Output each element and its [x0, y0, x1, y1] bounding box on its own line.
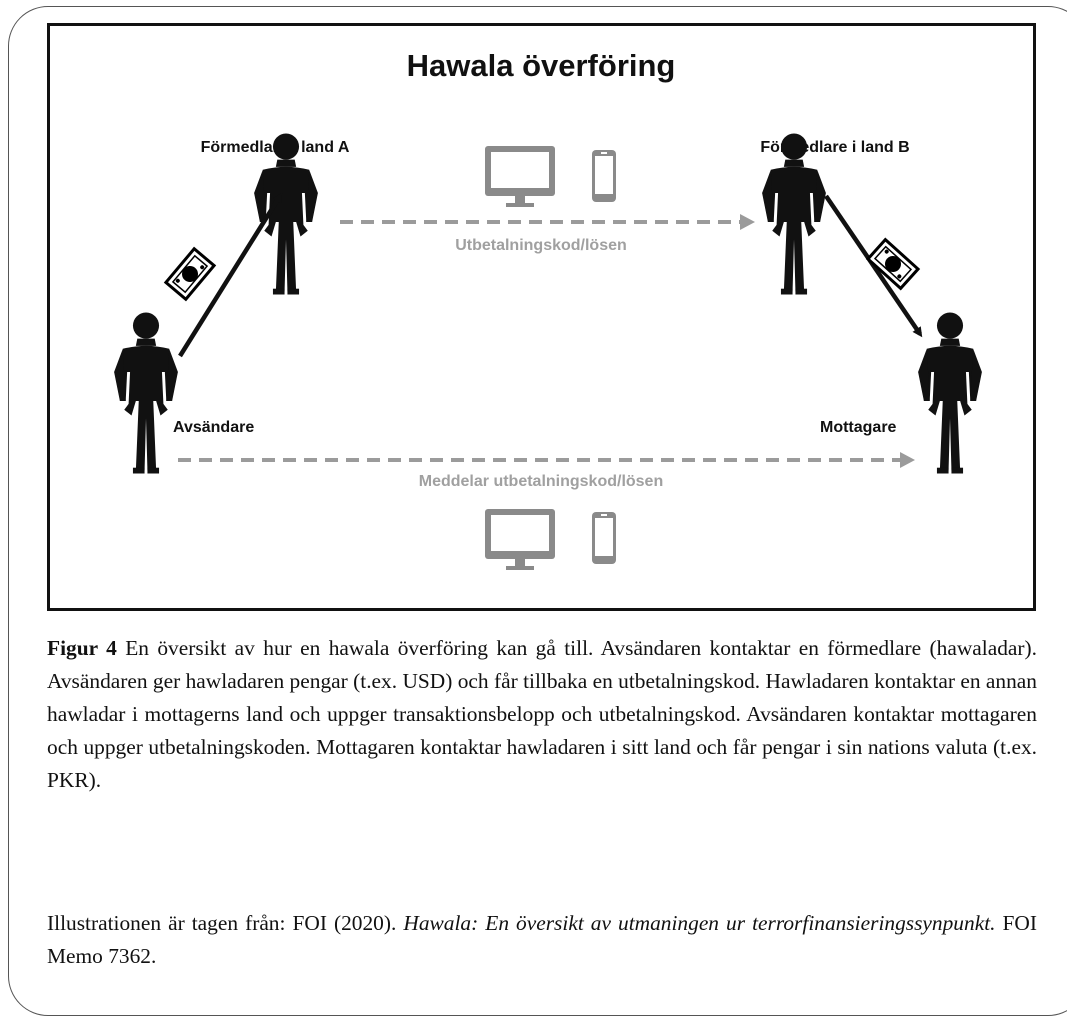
person-icon [762, 133, 826, 295]
diagram-title: Hawala överföring [407, 48, 676, 83]
caption-text: En översikt av hur en hawala överföring … [47, 636, 1037, 792]
source-suffix: FOI Memo 7362. [47, 911, 1037, 968]
monitor-icon [485, 509, 555, 570]
label-bottom-link: Meddelar utbetalningskod/lösen [419, 473, 663, 490]
dashed-arrowhead-bottom [900, 452, 915, 468]
person-icon [114, 312, 178, 474]
label-sender: Avsändare [173, 419, 254, 436]
label-receiver: Mottagare [820, 419, 897, 436]
person-icon [918, 312, 982, 474]
source-citation: Illustrationen är tagen från: FOI (2020)… [47, 907, 1037, 973]
diagram-frame: Hawala överföring Förmedlare i land A Fö… [47, 23, 1036, 611]
source-title: Hawala: En översikt av utmaningen ur ter… [403, 911, 996, 935]
arrow-sender-to-broker-a [178, 192, 283, 358]
figure-label: Figur 4 [47, 636, 117, 660]
person-icon [254, 133, 318, 295]
label-top-link: Utbetalningskod/lösen [455, 237, 627, 254]
source-prefix: Illustrationen är tagen från: FOI (2020)… [47, 911, 404, 935]
hawala-diagram: Hawala överföring Förmedlare i land A Fö… [114, 48, 982, 570]
figure-caption: Figur 4 En översikt av hur en hawala öve… [47, 632, 1037, 797]
phone-icon [592, 150, 616, 202]
phone-icon [592, 512, 616, 564]
dashed-arrowhead-top [740, 214, 755, 230]
monitor-icon [485, 146, 555, 207]
money-bill-icon [164, 247, 216, 301]
money-bill-icon [866, 238, 920, 290]
